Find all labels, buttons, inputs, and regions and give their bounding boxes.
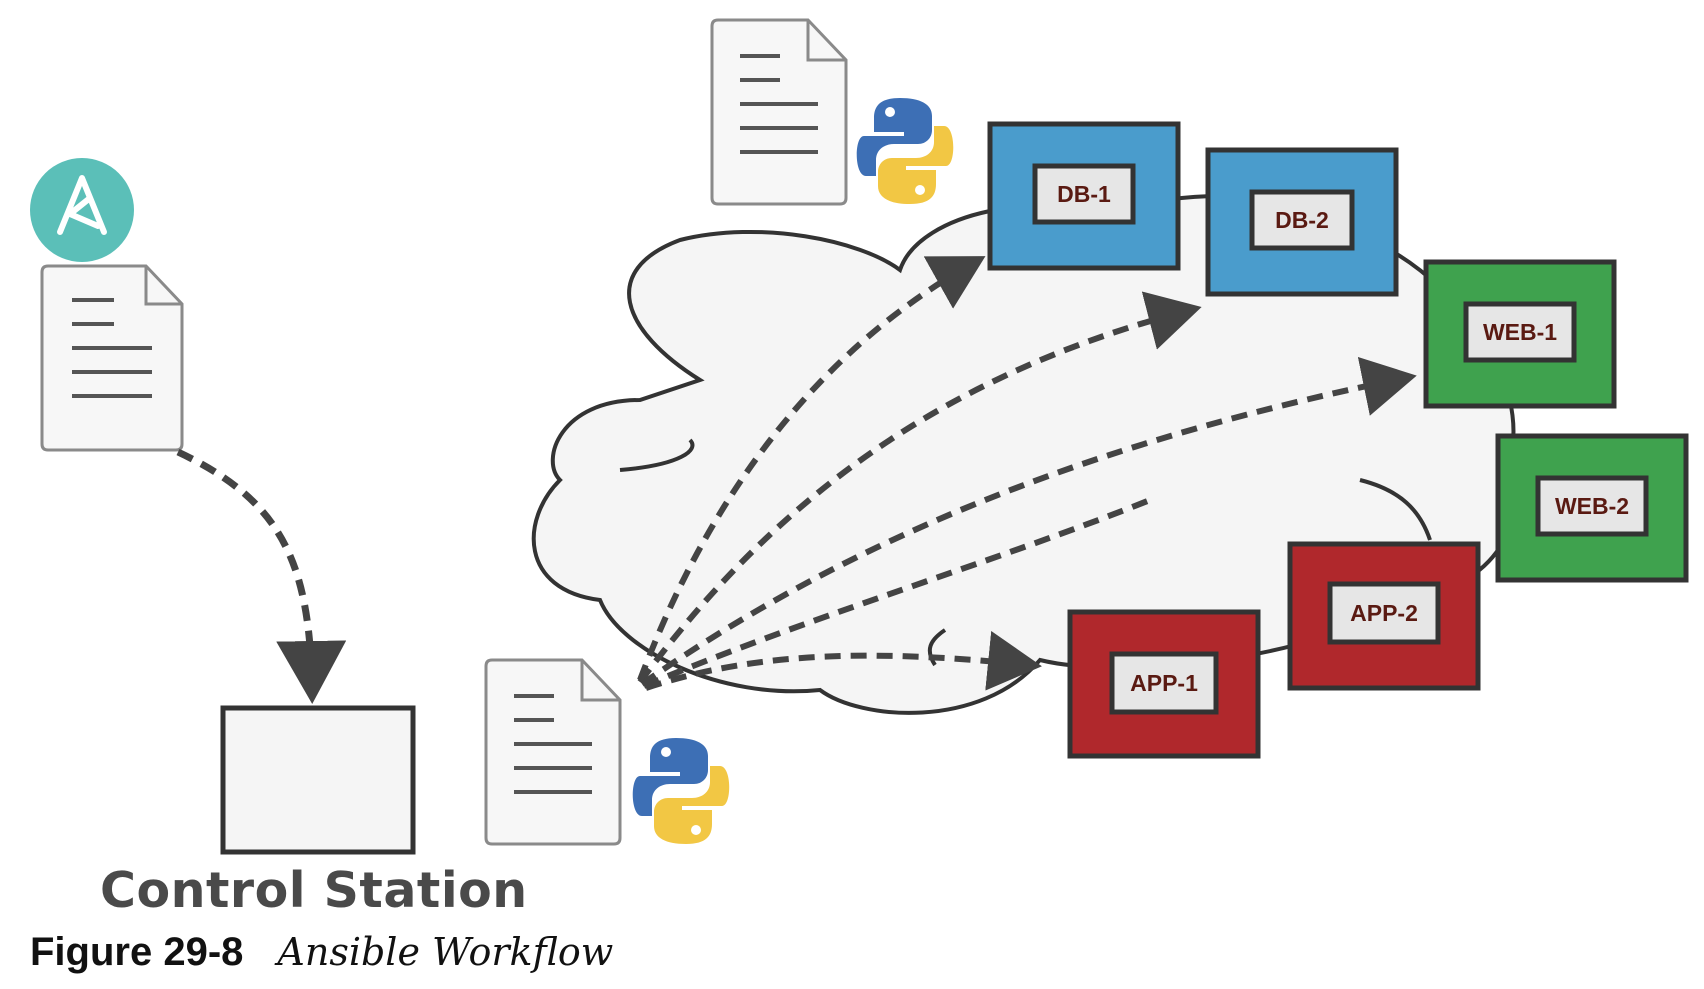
ansible-logo-icon bbox=[30, 158, 134, 262]
node-label: WEB-1 bbox=[1483, 319, 1557, 345]
node-label: DB-2 bbox=[1275, 207, 1329, 233]
node-label: WEB-2 bbox=[1555, 493, 1629, 519]
node-label: APP-2 bbox=[1350, 600, 1418, 626]
deployment-arrows bbox=[637, 256, 1417, 691]
figure-number: Figure 29-8 bbox=[30, 930, 244, 974]
figure-title: Ansible Workflow bbox=[277, 930, 614, 974]
playbook-document-icon bbox=[40, 264, 184, 452]
node-db-2: DB-2 bbox=[1205, 147, 1399, 297]
node-db-1: DB-1 bbox=[987, 121, 1181, 271]
control-station-box bbox=[220, 705, 416, 855]
node-web-2: WEB-2 bbox=[1495, 433, 1689, 583]
node-web-1: WEB-1 bbox=[1423, 259, 1617, 409]
control-station-label: Control Station bbox=[100, 862, 528, 919]
playbook-to-control-arrow bbox=[176, 448, 347, 704]
python-logo-icon bbox=[856, 98, 954, 204]
cloud-fold bbox=[1359, 478, 1432, 541]
python-logo-icon bbox=[632, 738, 730, 844]
node-app-1: APP-1 bbox=[1067, 609, 1261, 759]
cloud-fold bbox=[927, 628, 947, 667]
arrow-to-web-2 bbox=[642, 497, 1152, 689]
arrow-to-db-1 bbox=[637, 256, 986, 682]
cloud-fold bbox=[619, 438, 695, 472]
arrow-to-db-2 bbox=[637, 291, 1202, 684]
node-label: DB-1 bbox=[1057, 181, 1111, 207]
arrow-to-web-1 bbox=[640, 356, 1417, 687]
node-label: APP-1 bbox=[1130, 670, 1198, 696]
document-icon bbox=[710, 18, 848, 206]
document-icon bbox=[484, 658, 622, 846]
node-app-2: APP-2 bbox=[1287, 541, 1481, 691]
figure-caption: Figure 29-8 Ansible Workflow bbox=[30, 930, 613, 975]
